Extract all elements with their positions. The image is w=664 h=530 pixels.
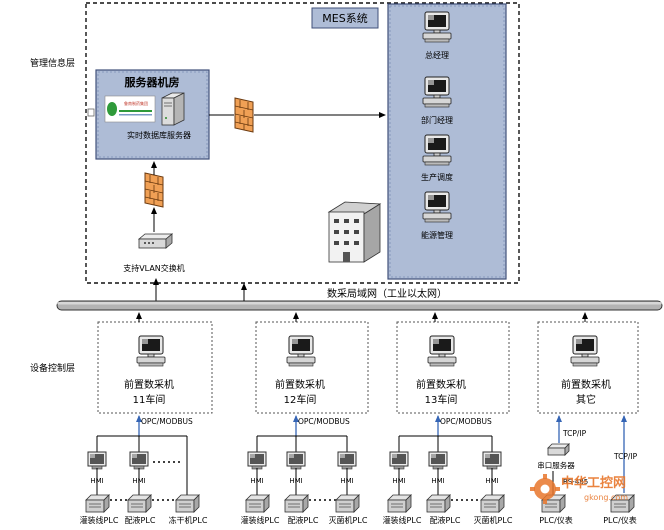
hmi-icon (337, 451, 357, 470)
mes-terminal-energy[interactable]: 能源管理 (421, 191, 453, 240)
plc-label: 灭菌机PLC (329, 515, 368, 525)
hmi-icon (129, 451, 149, 470)
watermark-cn: 中华工控网 (561, 475, 626, 491)
tcp-label-left: TCP/IP (562, 429, 587, 438)
plc-label: 配液PLC (125, 515, 156, 525)
database-server-icon (161, 92, 185, 126)
vlan-switch-icon (137, 233, 174, 249)
firewall-icon (234, 97, 254, 133)
layer-label-management: 管理信息层 (30, 57, 75, 69)
station-subtitle: 12车间 (284, 393, 317, 406)
station-title: 前置数采机 (561, 378, 611, 391)
station-11: 前置数采机 11车间 (97, 321, 213, 414)
mes-title: MES系统 (322, 12, 367, 25)
plc-label: 灌装线PLC (80, 515, 119, 525)
hmi-icon (389, 451, 409, 470)
station-title: 前置数采机 (124, 378, 174, 391)
plc-icon (284, 494, 309, 513)
terminal-label: 生产调度 (421, 172, 453, 182)
station-title: 前置数采机 (416, 378, 466, 391)
computer-icon (427, 335, 457, 367)
network-label: 数采局域网（工业以太网） (327, 287, 447, 300)
server-room-title: 服务器机房 (125, 75, 180, 89)
computer-icon (422, 134, 452, 166)
station-title: 前置数采机 (275, 378, 325, 391)
protocol-label: OPC/MODBUS (440, 417, 492, 426)
plc-label: 灌装线PLC (241, 515, 280, 525)
plc-label: 灌装线PLC (383, 515, 422, 525)
protocol-label: OPC/MODBUS (141, 417, 193, 426)
plc-label: 灭菌机PLC (474, 515, 513, 525)
plc-icon (387, 494, 412, 513)
server-room-port (87, 108, 95, 117)
plc-label: 配液PLC (430, 515, 461, 525)
building-icon (327, 201, 382, 263)
plc-icon (175, 494, 200, 513)
hmi-icon (247, 451, 267, 470)
station-other: 前置数采机 其它 (537, 321, 639, 414)
station-subtitle: 11车间 (133, 393, 166, 406)
terminal-label: 总经理 (425, 50, 449, 60)
protocol-label: OPC/MODBUS (298, 417, 350, 426)
serial-server-label: 串口服务器 (537, 460, 575, 470)
computer-icon (570, 335, 600, 367)
plc-icon (245, 494, 270, 513)
company-logo: 鲁南制药集团 (104, 95, 156, 123)
firewall-icon (144, 172, 164, 208)
computer-icon (422, 191, 452, 223)
terminal-label: 能源管理 (421, 230, 453, 240)
hmi-icon (286, 451, 306, 470)
layer-label-device-control: 设备控制层 (30, 362, 75, 374)
computer-icon (422, 76, 452, 108)
plc-icon (426, 494, 451, 513)
logo-mark-icon (107, 102, 117, 116)
logo-text: 鲁南制药集团 (124, 100, 148, 106)
computer-icon (136, 335, 166, 367)
station-subtitle: 13车间 (425, 393, 458, 406)
station-12: 前置数采机 12车间 (255, 321, 369, 414)
mes-terminal-gm[interactable]: 总经理 (422, 11, 452, 60)
plc-label: PLC/仪表 (539, 515, 573, 525)
gear-icon (530, 474, 560, 504)
watermark-url: gkong.com (584, 493, 628, 502)
terminal-label: 部门经理 (421, 115, 453, 125)
station-13: 前置数采机 13车间 (396, 321, 510, 414)
plc-icon (127, 494, 152, 513)
hmi-icon (482, 451, 502, 470)
mes-title-box (311, 7, 379, 29)
plc-icon (335, 494, 360, 513)
plc-icon (85, 494, 110, 513)
plc-label: 配液PLC (288, 515, 319, 525)
server-label: 实时数据库服务器 (127, 130, 191, 140)
switch-label: 支持VLAN交换机 (123, 263, 185, 273)
rs485-label: RS-485 (563, 478, 588, 486)
serial-server-icon (547, 443, 570, 456)
computer-icon (422, 11, 452, 43)
mes-terminal-dept-manager[interactable]: 部门经理 (421, 76, 453, 125)
mes-terminal-scheduling[interactable]: 生产调度 (421, 134, 453, 182)
computer-icon (286, 335, 316, 367)
station-subtitle: 其它 (576, 393, 596, 406)
plc-label: 冻干机PLC (169, 515, 208, 525)
hmi-icon (87, 451, 107, 470)
plc-icon (480, 494, 505, 513)
tcp-label-right: TCP/IP (613, 452, 638, 461)
plc-label: PLC/仪表 (603, 515, 637, 525)
watermark: 中华工控网 gkong.com (530, 474, 628, 504)
hmi-icon (428, 451, 448, 470)
